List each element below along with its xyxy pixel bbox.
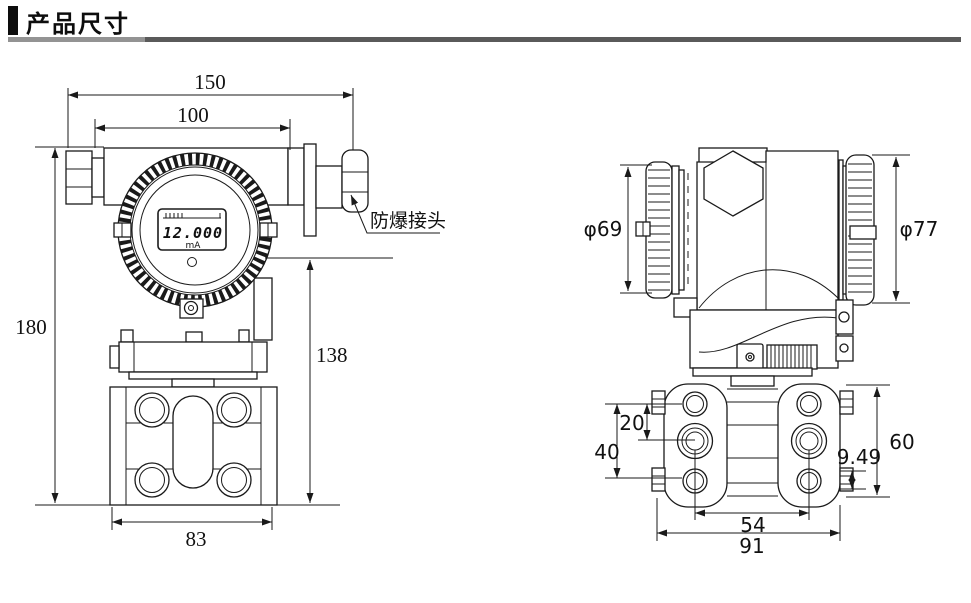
- front-process-flange: [109, 386, 278, 506]
- header-accent-bar: [8, 6, 18, 35]
- side-neck-block: [673, 297, 854, 387]
- dim-total-height-label: 180: [15, 315, 47, 339]
- divider-dark-segment: [145, 37, 961, 42]
- dim-flange-height-label: 60: [889, 430, 914, 454]
- front-view-dimensions: 150 100 180 138 83: [15, 70, 393, 551]
- rear-cover: [635, 161, 689, 299]
- lcd-unit: mA: [186, 241, 202, 251]
- side-view-dimensions: φ69 φ77 40 20 60 9.49 54 91: [584, 154, 939, 558]
- dim-rear-dia-label: φ69: [584, 217, 623, 241]
- dim-flange-width-side-label: 91: [739, 534, 764, 558]
- dim-bolt-span-h-label: 54: [740, 513, 765, 537]
- side-housing-body: [696, 147, 839, 311]
- dim-total-width-label: 150: [194, 70, 226, 94]
- dim-front-dia-label: φ77: [900, 217, 939, 241]
- lcd-button: [187, 257, 197, 267]
- lcd-bargraph: [163, 213, 221, 219]
- dim-flange-width-label: 83: [186, 527, 207, 551]
- callout-label: 防爆接头: [370, 210, 446, 232]
- explosionproof-callout: 防爆接头: [350, 194, 446, 234]
- dim-edge-offset-label: 9.49: [837, 445, 882, 469]
- dim-bolt-span-v-label: 40: [594, 440, 619, 464]
- header-divider: [8, 37, 961, 42]
- lcd-value: 12.000: [163, 224, 223, 242]
- top-hex-bolt: [703, 150, 764, 217]
- section-header: 产品尺寸: [0, 0, 971, 44]
- divider-light-segment: [8, 37, 145, 42]
- side-process-flange: [651, 383, 854, 508]
- front-bracket: [109, 329, 268, 388]
- side-view: φ69 φ77 40 20 60 9.49 54 91: [584, 147, 939, 558]
- dim-bolt-offset-label: 20: [619, 411, 644, 435]
- front-cover: [838, 154, 877, 306]
- dim-body-width-label: 100: [177, 103, 209, 127]
- bezel-screw: [179, 298, 204, 319]
- page-title: 产品尺寸: [26, 11, 130, 38]
- lcd-display: 12.000 mA: [157, 208, 227, 267]
- callout-leader-line: [350, 194, 440, 234]
- dim-body-height-label: 138: [316, 343, 348, 367]
- front-view: 12.000 mA: [15, 70, 446, 551]
